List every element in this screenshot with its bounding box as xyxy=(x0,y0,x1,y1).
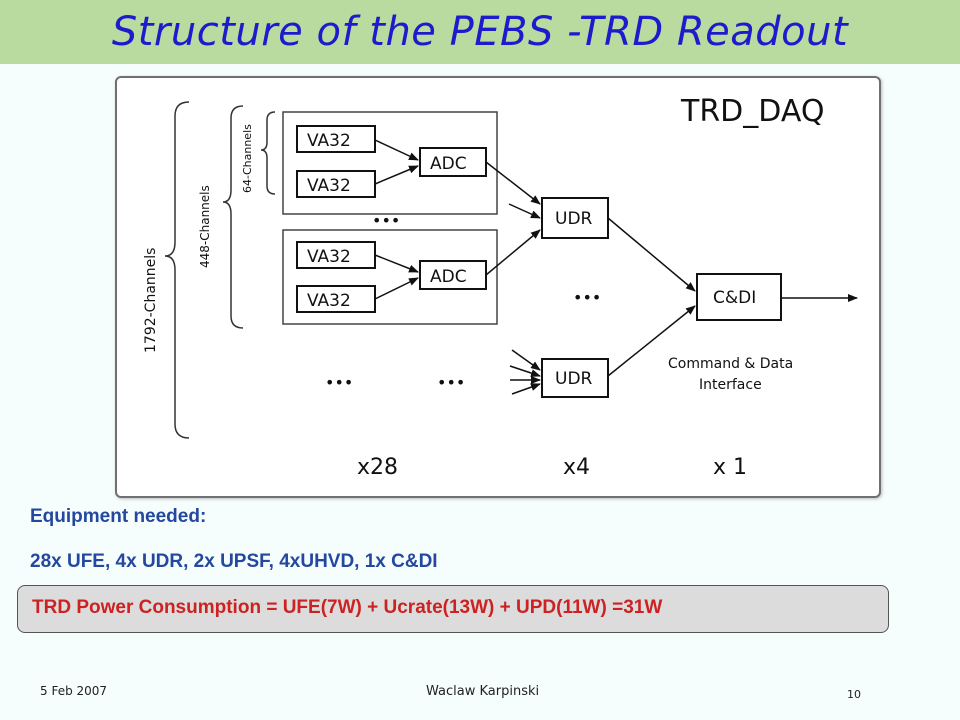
cdi-box xyxy=(696,273,782,321)
brace-1792 xyxy=(164,101,190,439)
adc-box xyxy=(419,260,487,290)
udr-label: UDR xyxy=(555,369,593,389)
multiplier-x28: x28 xyxy=(357,455,398,480)
equipment-heading: Equipment needed: xyxy=(30,506,207,527)
udr-box xyxy=(541,358,609,398)
brace-64 xyxy=(260,111,276,195)
va32-label: VA32 xyxy=(307,131,351,151)
va32-label: VA32 xyxy=(307,291,351,311)
va32-box xyxy=(296,241,376,269)
adc-label: ADC xyxy=(430,267,467,287)
brace-448 xyxy=(222,105,244,329)
adc-label: ADC xyxy=(430,154,467,174)
footer-author: Waclaw Karpinski xyxy=(426,684,540,699)
frontend-group-1 xyxy=(282,111,498,215)
va32-label: VA32 xyxy=(307,176,351,196)
slide-title: Structure of the PEBS -TRD Readout xyxy=(111,9,849,55)
va32-box xyxy=(296,125,376,153)
page-number: 10 xyxy=(847,688,861,701)
equipment-list: 28x UFE, 4x UDR, 2x UPSF, 4xUHVD, 1x C&D… xyxy=(30,551,438,572)
cdi-caption-line1: Command & Data xyxy=(668,356,793,372)
ellipsis: ••• xyxy=(325,373,353,392)
title-bar xyxy=(0,0,960,64)
va32-label: VA32 xyxy=(307,247,351,267)
udr-box xyxy=(541,197,609,239)
power-consumption-box: TRD Power Consumption = UFE(7W) + Ucrate… xyxy=(17,585,889,633)
label-64-channels: 64-Channels xyxy=(241,124,254,193)
trd-daq-diagram: TRD_DAQ 1792-Channels 448-Channels 64-Ch… xyxy=(115,76,881,498)
cdi-label: C&DI xyxy=(713,288,756,308)
ellipsis: ••• xyxy=(372,211,400,230)
diagram-canvas: TRD_DAQ 1792-Channels 448-Channels 64-Ch… xyxy=(143,94,858,480)
multiplier-x1: x 1 xyxy=(713,455,747,480)
cdi-caption-line2: Interface xyxy=(699,377,762,393)
ellipsis: ••• xyxy=(573,288,601,307)
udr-label: UDR xyxy=(555,209,593,229)
power-consumption-text: TRD Power Consumption = UFE(7W) + Ucrate… xyxy=(32,597,663,618)
ellipsis: ••• xyxy=(437,373,465,392)
va32-box xyxy=(296,170,376,198)
diagram-title: TRD_DAQ xyxy=(680,94,824,129)
label-448-channels: 448-Channels xyxy=(198,185,212,268)
label-1792-channels: 1792-Channels xyxy=(143,248,159,353)
footer-date: 5 Feb 2007 xyxy=(40,684,108,698)
frontend-group-2 xyxy=(282,229,498,325)
multiplier-x4: x4 xyxy=(563,455,590,480)
va32-box xyxy=(296,285,376,313)
